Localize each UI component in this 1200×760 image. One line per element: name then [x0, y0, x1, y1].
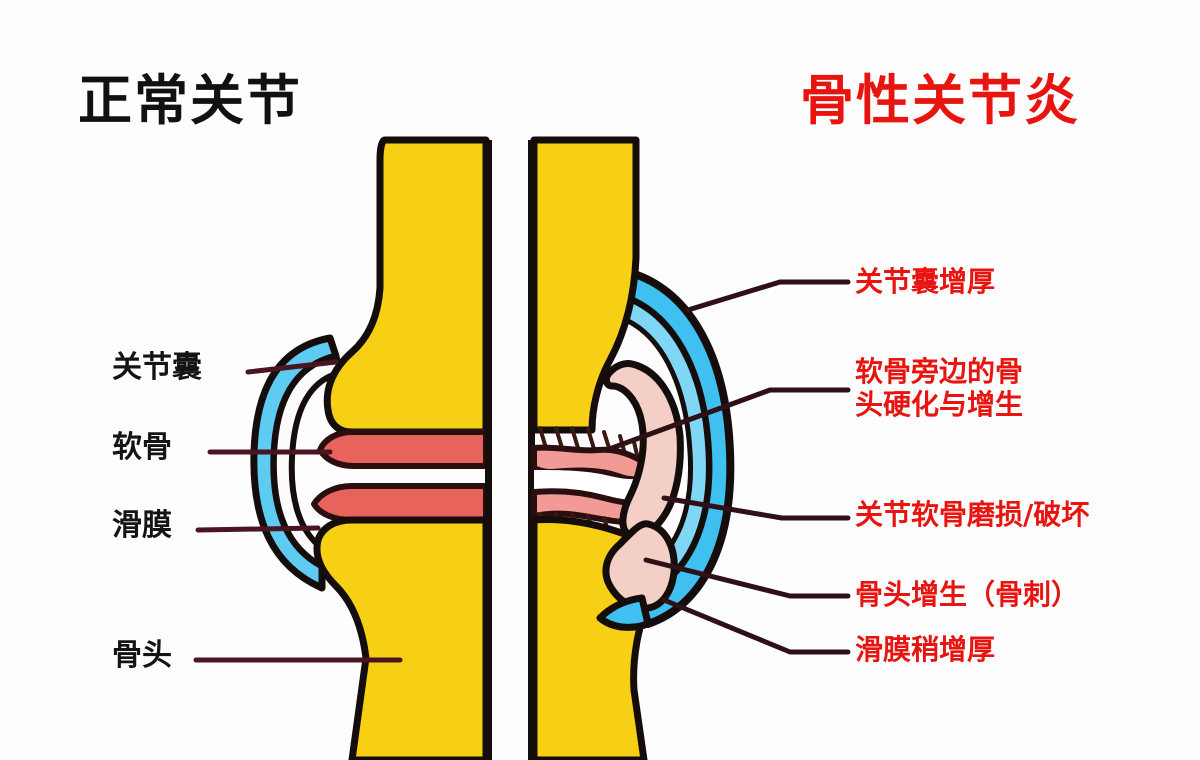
page-title-osteoarthritis: 骨性关节炎: [800, 69, 1080, 132]
label-cartilage: 软骨: [112, 430, 172, 465]
lower-bone-left: [313, 516, 490, 760]
leader-capsule-thickening-right: [685, 279, 851, 313]
label-bone-spur: 骨头增生（骨刺）: [855, 578, 1080, 611]
label-bone-sclerosis: 软骨旁边的骨 头硬化与增生: [855, 355, 1023, 421]
capsule-bottom-right: [596, 594, 652, 631]
leader-lines-right: [609, 279, 851, 655]
upper-bone-right: [530, 136, 640, 434]
label-synovium-thickening: 滑膜稍增厚: [855, 633, 996, 666]
osteoarthritis-joint-group: [528, 136, 735, 760]
leader-synovium-thickening-right: [661, 597, 851, 655]
normal-joint-group: [250, 136, 492, 760]
label-bone-sclerosis-line1: 软骨旁边的骨: [855, 355, 1024, 388]
leader-lines-left: [193, 359, 403, 663]
label-synovium: 滑膜: [112, 508, 172, 543]
leader-cartilage-wear-right: [661, 495, 851, 521]
leader-sclerosis-right: [609, 387, 851, 451]
leader-bone-spur-right: [643, 557, 851, 599]
leader-synovium-left: [195, 525, 321, 533]
page-title-normal-joint: 正常关节: [78, 69, 302, 132]
upper-cartilage-left: [317, 429, 489, 469]
lower-cartilage-left: [311, 483, 489, 523]
label-bone: 骨头: [112, 638, 172, 673]
upper-bone-left: [323, 136, 490, 436]
label-cartilage-wear: 关节软骨磨损/破坏: [855, 498, 1090, 531]
label-capsule-thickening: 关节囊增厚: [855, 265, 996, 298]
label-bone-sclerosis-line2: 头硬化与增生: [855, 388, 1024, 422]
label-joint-capsule: 关节囊: [112, 350, 202, 385]
leader-capsule-left: [245, 359, 339, 375]
osteophyte-upper-right: [602, 360, 684, 540]
